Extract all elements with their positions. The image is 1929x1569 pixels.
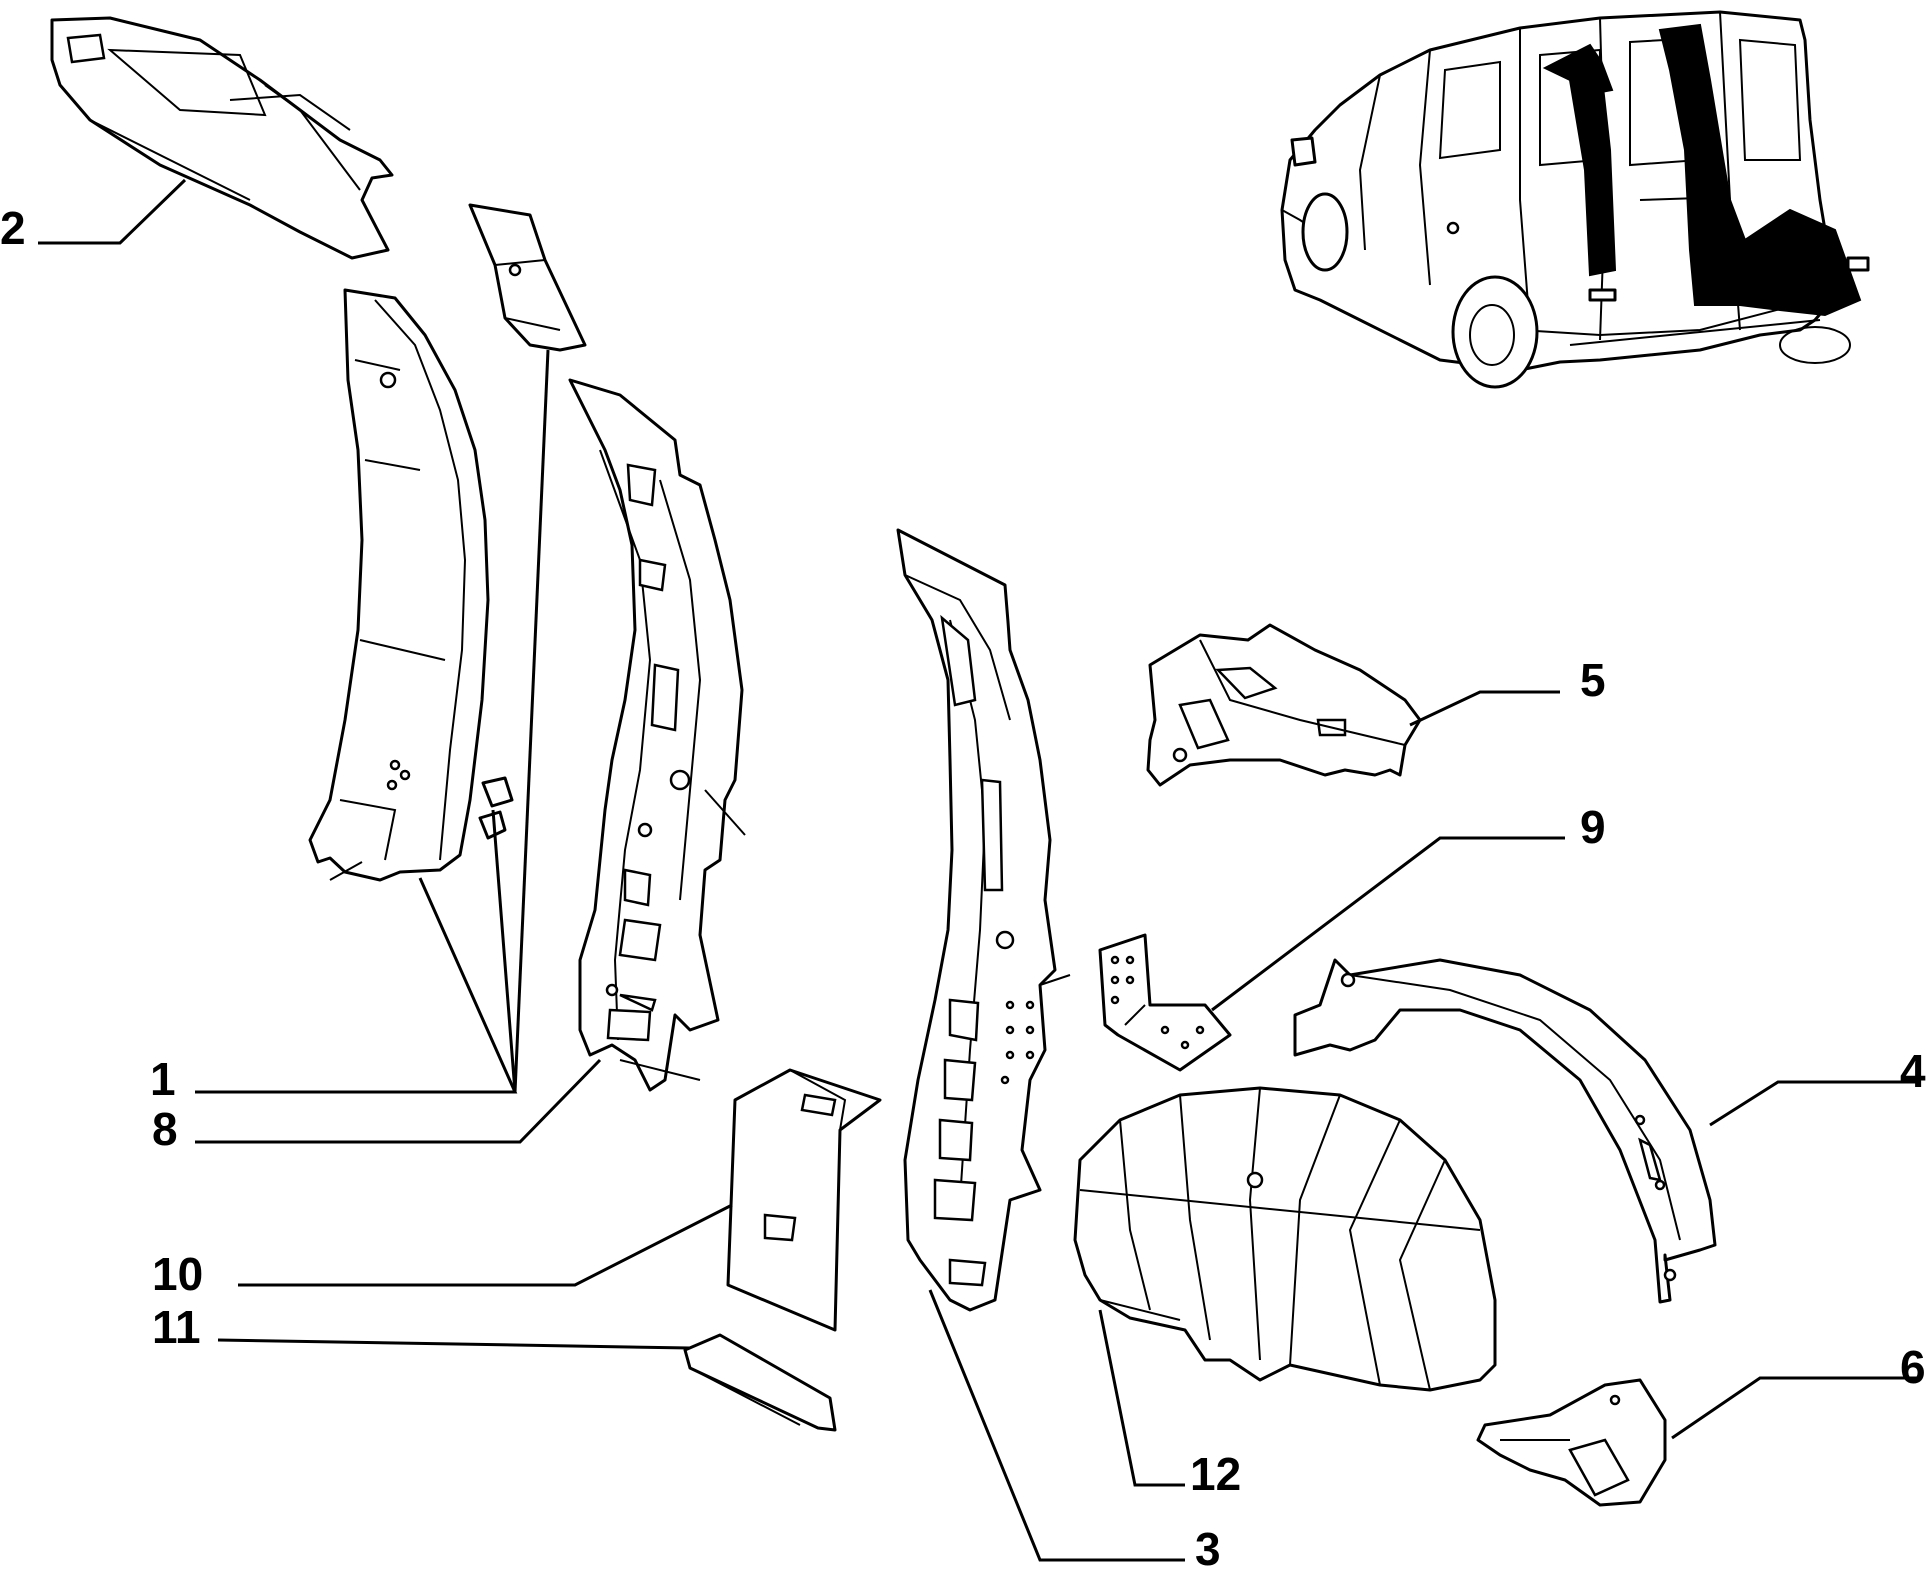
callout-1: 1	[150, 1053, 176, 1105]
leader-2	[38, 178, 187, 245]
part-11-channel	[683, 1333, 837, 1432]
leader-8	[195, 1058, 602, 1144]
callout-labels: 2 1 8 10 11 3 12 5 9 4 6	[0, 202, 1926, 1569]
part-9-angle-bracket	[1098, 933, 1232, 1072]
part-5-bracket-panel	[1146, 623, 1422, 787]
leader-10	[238, 1203, 733, 1287]
callout-9: 9	[1580, 801, 1606, 853]
leader-5	[1409, 690, 1560, 727]
part-10-plate-bracket	[726, 1068, 882, 1332]
callout-6: 6	[1900, 1341, 1926, 1393]
part-2-upper-side-panel	[50, 16, 394, 260]
callout-12: 12	[1190, 1448, 1241, 1500]
part-1-upper-bracket	[468, 203, 587, 352]
van-thumbnail	[1280, 10, 1870, 389]
callout-3: 3	[1195, 1523, 1221, 1569]
part-12-wheel-arch-liner	[1073, 1086, 1497, 1392]
leader-9	[1211, 836, 1565, 1012]
callout-10: 10	[152, 1248, 203, 1300]
leader-3	[928, 1289, 1185, 1562]
callout-4: 4	[1900, 1045, 1926, 1097]
callout-2: 2	[0, 202, 26, 254]
callout-11: 11	[152, 1301, 201, 1353]
part-1-c-pillar	[308, 288, 507, 882]
leader-1a	[195, 877, 518, 1094]
leader-11	[217, 1338, 691, 1350]
leader-6	[1671, 1376, 1918, 1440]
part-4-wheel-arch-outer	[1293, 958, 1717, 1304]
leader-lines	[38, 178, 1918, 1562]
callout-8: 8	[152, 1103, 178, 1155]
leader-1b	[491, 809, 517, 1093]
part-1-small-clip	[481, 776, 514, 808]
part-6-small-bracket	[1476, 1378, 1667, 1507]
leader-12	[1098, 1309, 1185, 1487]
part-8-inner-pillar	[568, 378, 746, 1092]
leader-4	[1709, 1080, 1918, 1127]
part-3-rear-pillar	[896, 528, 1071, 1312]
callout-5: 5	[1580, 654, 1606, 706]
leader-1c	[513, 349, 550, 1093]
